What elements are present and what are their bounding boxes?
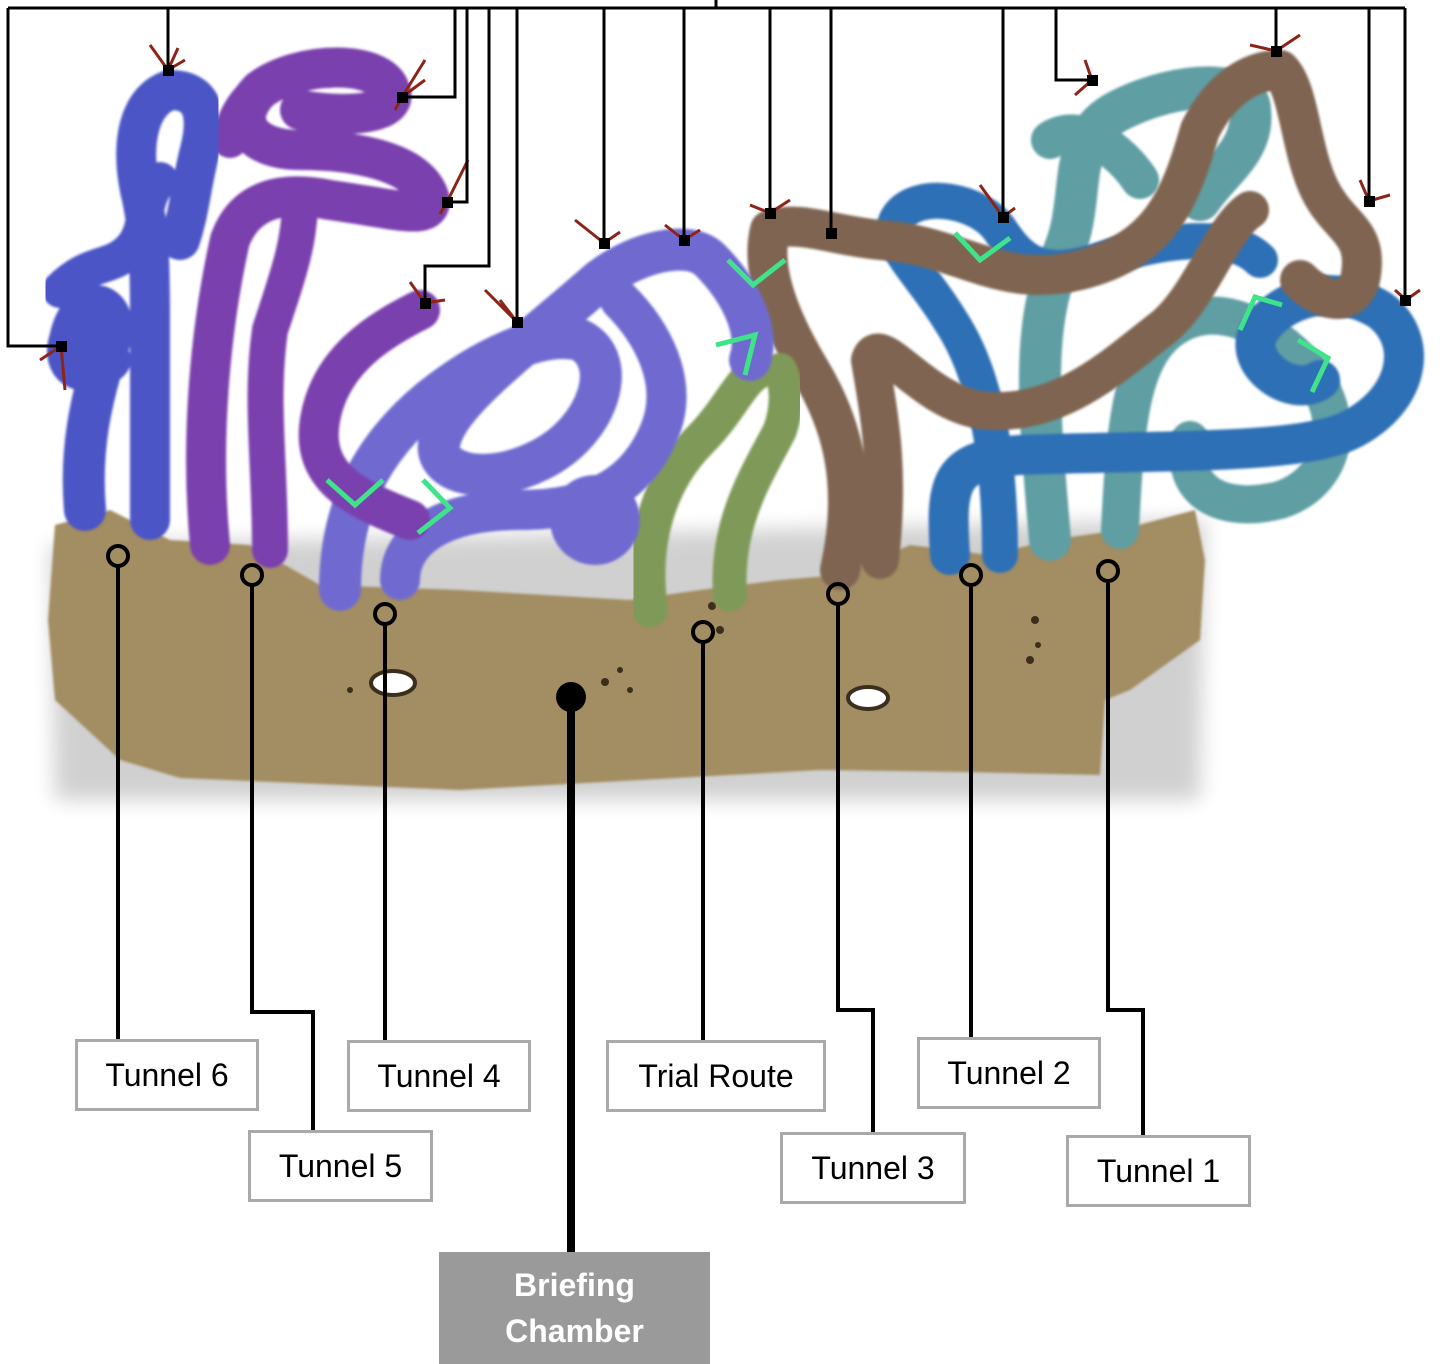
base-hole bbox=[371, 671, 415, 695]
label-briefing-chamber: Briefing Chamber bbox=[439, 1252, 710, 1364]
label-text: Tunnel 5 bbox=[279, 1148, 402, 1185]
tunnel-6-body bbox=[60, 90, 204, 520]
base-hole bbox=[848, 687, 888, 709]
label-text: Tunnel 1 bbox=[1097, 1153, 1220, 1190]
terminal-marker bbox=[397, 92, 408, 103]
terminal-marker bbox=[442, 197, 453, 208]
terminal-marker bbox=[56, 341, 67, 352]
label-tunnel-4: Tunnel 4 bbox=[347, 1040, 531, 1112]
terminal-marker bbox=[679, 235, 690, 246]
terminal-marker bbox=[765, 208, 776, 219]
label-text: Tunnel 4 bbox=[377, 1058, 500, 1095]
label-text: Trial Route bbox=[638, 1058, 793, 1095]
terminal-marker bbox=[998, 212, 1009, 223]
label-tunnel-5: Tunnel 5 bbox=[248, 1130, 433, 1202]
label-trial-route: Trial Route bbox=[606, 1040, 826, 1112]
label-text: Tunnel 3 bbox=[811, 1150, 934, 1187]
label-text: Tunnel 2 bbox=[947, 1055, 1070, 1092]
terminal-marker bbox=[1271, 46, 1282, 57]
label-tunnel-3: Tunnel 3 bbox=[780, 1132, 966, 1204]
terminal-marker bbox=[1087, 75, 1098, 86]
label-text-line2: Chamber bbox=[505, 1308, 644, 1354]
terminal-marker bbox=[599, 238, 610, 249]
terminal-marker bbox=[826, 228, 837, 239]
label-tunnel-6: Tunnel 6 bbox=[75, 1039, 259, 1111]
label-text-line1: Briefing bbox=[514, 1262, 635, 1308]
label-tunnel-2: Tunnel 2 bbox=[917, 1037, 1101, 1109]
terminal-marker bbox=[1400, 295, 1411, 306]
terminal-marker bbox=[420, 298, 431, 309]
anchor-dot-briefing-chamber bbox=[556, 682, 586, 712]
terminal-marker bbox=[512, 317, 523, 328]
label-tunnel-1: Tunnel 1 bbox=[1066, 1135, 1251, 1207]
terminal-marker bbox=[1364, 196, 1375, 207]
tunnel-5-body bbox=[206, 68, 430, 551]
label-text: Tunnel 6 bbox=[105, 1057, 228, 1094]
terminal-marker bbox=[163, 65, 174, 76]
